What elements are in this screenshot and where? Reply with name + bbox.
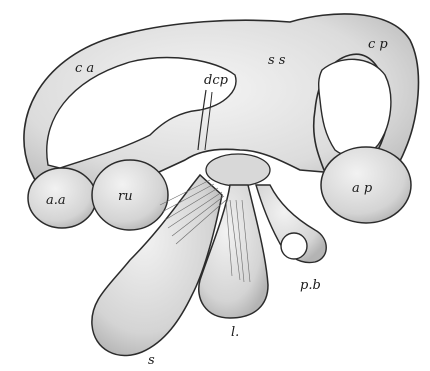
label-ss: s s <box>268 53 286 68</box>
label-l: l. <box>231 325 239 340</box>
label-ca: c a <box>75 61 94 76</box>
label-ru: ru <box>118 189 133 204</box>
pars-basilaris-opening <box>281 233 307 259</box>
label-ap: a p <box>352 181 373 196</box>
utricle-center <box>206 154 270 186</box>
label-dep: dcp <box>204 73 229 88</box>
posterior-canal-lumen <box>319 59 391 156</box>
label-cp: c p <box>368 37 388 52</box>
label-pb: p.b <box>300 278 321 293</box>
label-aa: a.a <box>46 193 66 208</box>
label-s: s <box>148 353 155 368</box>
